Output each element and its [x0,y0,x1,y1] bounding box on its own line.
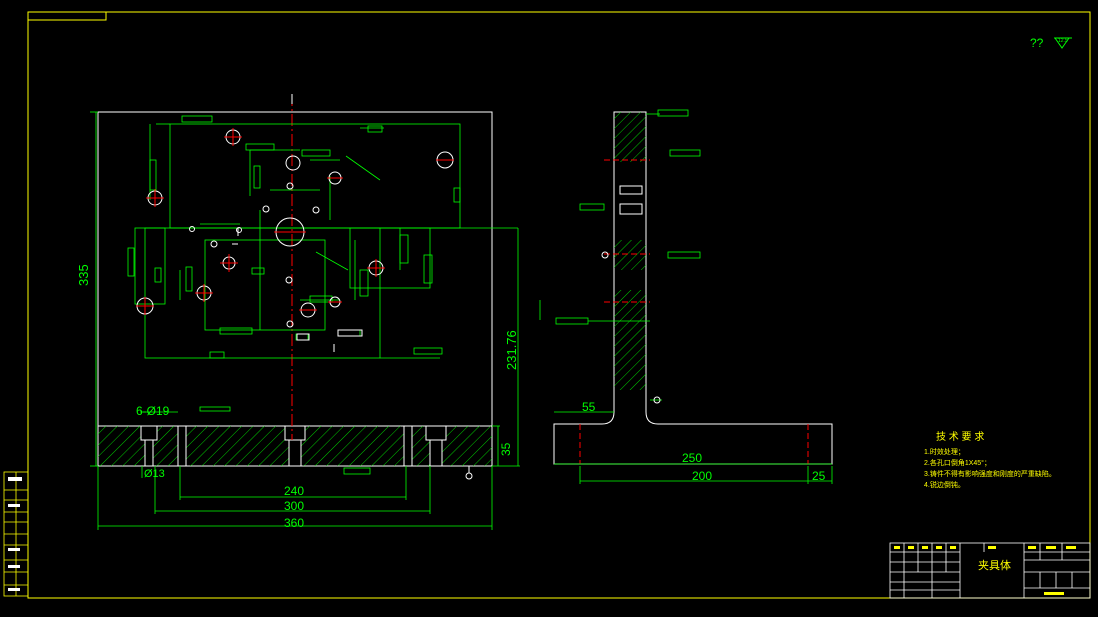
tech-requirement-item: 4.锐边倒钝。 [924,480,965,489]
base-counterbores [140,425,447,467]
dim-width-240: 240 [284,484,304,498]
front-holes [136,129,454,328]
small-hole [286,320,294,328]
side-dim-25: 25 [812,469,826,483]
side-bolt-slots [619,185,643,215]
corner-symbol-note: 12.5 [1058,38,1068,44]
dim-height-total: 335 [76,264,91,286]
tech-requirement-item: 1.时效处理； [924,447,965,456]
tech-requirements-title: 技 术 要 求 [936,430,984,443]
front-slots [296,329,363,341]
small-hole [285,276,293,284]
sheet-frame [27,11,1091,599]
datum-symbol [601,251,609,259]
side-hatch-top [614,112,646,162]
drawing-border [27,11,1091,599]
side-strip-marks [8,477,22,591]
side-dimension-lines [539,109,833,484]
hole [285,155,301,171]
dim-height-inner: 231.76 [504,330,519,370]
title-block [889,542,1091,599]
small-hole [236,227,242,233]
front-dimension-lines [134,123,518,359]
small-hole [210,240,218,248]
front-plate-outline [97,111,493,427]
tech-requirements: 技 术 要 求 1.时效处理； 2.各孔口倒角1X45°； 3.铸件不得有影响强… [924,430,1056,489]
front-view: 335 231.76 35 6-Ø19 Ø13 240 300 360 [76,94,520,530]
side-dim-250: 250 [682,451,702,465]
dim-width-360: 360 [284,516,304,530]
dim-height-base: 35 [499,442,513,456]
side-centerlines [579,159,809,464]
small-hole [286,182,294,190]
side-dim-55: 55 [582,400,596,414]
side-title-strip [3,471,29,597]
side-profile-outline [553,111,833,465]
datum-symbol [653,396,661,404]
small-hole [312,206,320,214]
dim-hole-callout: 6-Ø19 [136,404,170,418]
title-block-part-name: 夹具体 [978,558,1011,572]
surface-roughness-symbol: ?? 12.5 [1030,36,1072,50]
dim-hole-small: Ø13 [144,468,165,480]
corner-symbols: ?? [1030,36,1044,50]
title-block-marks [894,546,1076,595]
side-hatch-low [614,290,646,390]
small-hole [189,226,195,232]
drawing-code-box [27,11,107,21]
tech-requirement-item: 2.各孔口倒角1X45°； [924,458,991,467]
overall-dimensions [90,111,520,530]
dim-width-300: 300 [284,499,304,513]
tech-requirement-item: 3.铸件不得有影响强度和刚度的严重缺陷。 [924,469,1056,478]
hole-center-marks [136,128,454,315]
datum-symbol [465,472,473,480]
front-ticks [232,94,335,352]
side-dim-200: 200 [692,469,712,483]
side-view: 55 250 200 25 [539,109,833,484]
side-hatch-mid [614,240,646,270]
small-hole [262,205,270,213]
